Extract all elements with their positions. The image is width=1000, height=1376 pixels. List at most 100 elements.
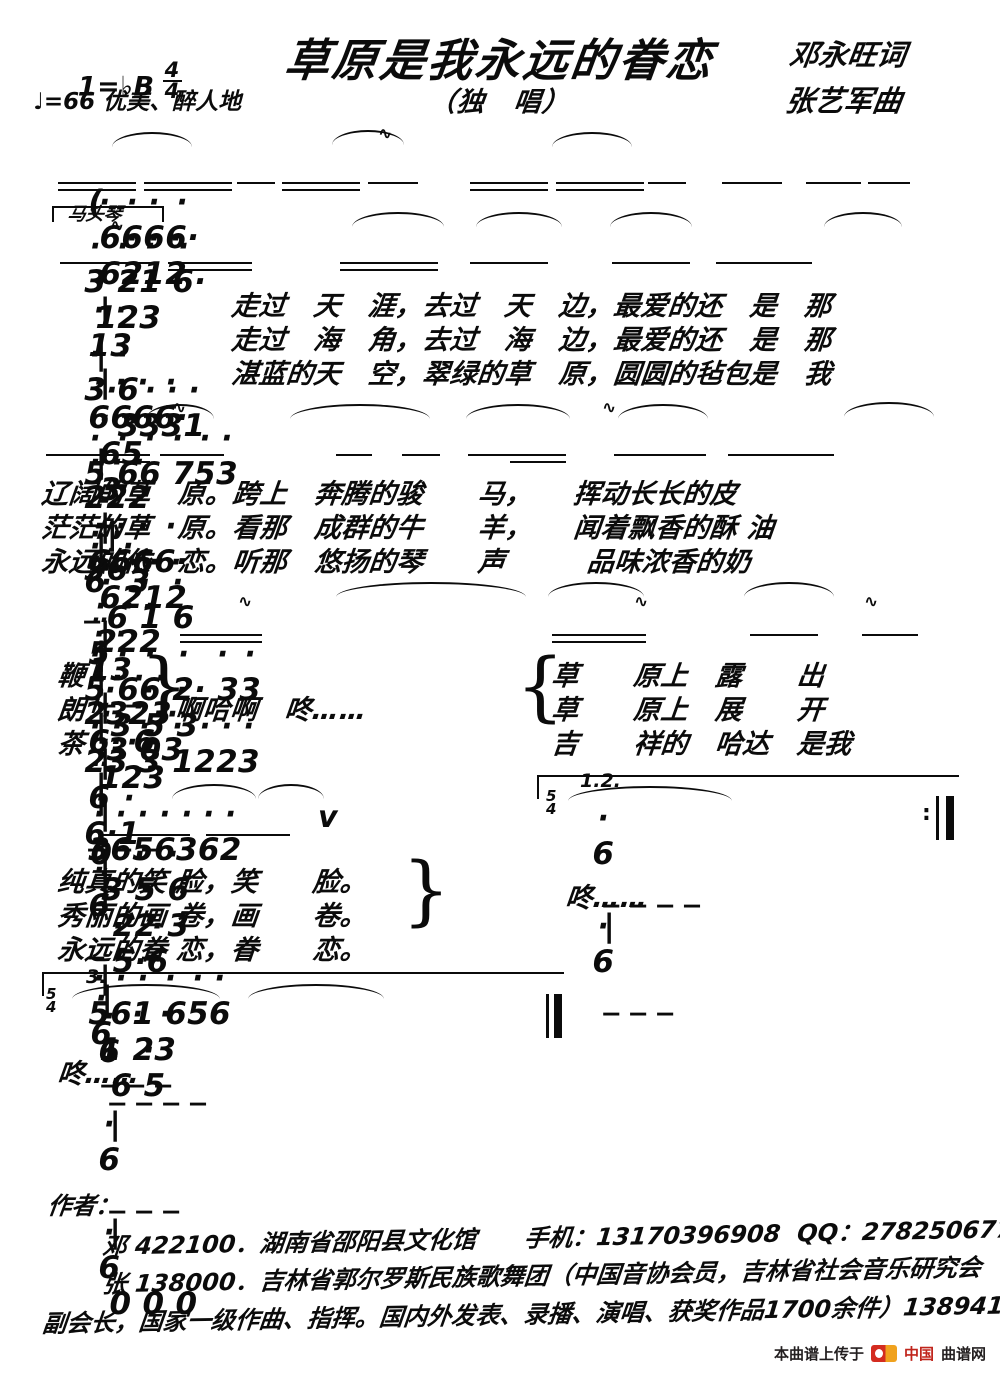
note: 3 bbox=[216, 456, 238, 492]
staff-line-6: 6 _ _ _ _ | 6 _ _ _ | 6 0 0 0 bbox=[54, 998, 206, 1358]
lyric-brace-block4: } bbox=[402, 845, 451, 934]
trill-icon: ∿ bbox=[378, 124, 393, 144]
final-barline-thin bbox=[546, 994, 549, 1038]
trill-icon: ∿ bbox=[602, 398, 617, 418]
note: 6 bbox=[209, 996, 231, 1032]
key-signature-text: 1=♭B bbox=[77, 71, 155, 103]
slur bbox=[466, 404, 570, 419]
note: 5 bbox=[187, 996, 209, 1032]
slur bbox=[744, 582, 834, 597]
slur bbox=[352, 212, 444, 227]
beam bbox=[340, 262, 438, 264]
repeat-dots: : bbox=[922, 801, 931, 826]
tie bbox=[248, 984, 384, 999]
footer-label: 作者： bbox=[45, 1192, 122, 1220]
note: 1 bbox=[84, 300, 118, 336]
beam bbox=[552, 634, 646, 636]
slur bbox=[112, 132, 192, 147]
matouqin-bracket bbox=[52, 206, 164, 222]
qupu-logo-icon bbox=[870, 1345, 897, 1362]
note: 3 bbox=[88, 708, 133, 744]
beam bbox=[722, 182, 782, 184]
note: 6 bbox=[592, 944, 614, 980]
note: 6 bbox=[98, 1034, 120, 1070]
lyric-brace-right: { bbox=[516, 641, 565, 730]
note: 1 bbox=[129, 600, 162, 636]
watermark-site-red: 中国 bbox=[903, 1345, 934, 1363]
beam bbox=[510, 461, 566, 463]
watermark: 本曲谱上传于 中国曲谱网 bbox=[774, 1343, 986, 1364]
dash: _ bbox=[84, 492, 112, 528]
note: 3 bbox=[139, 300, 161, 336]
lyric-line: 永远的眷 恋，眷 恋。 bbox=[56, 935, 369, 966]
tie bbox=[568, 786, 732, 801]
note: 6 bbox=[106, 372, 139, 408]
note: 6 bbox=[592, 836, 614, 872]
note: 6 bbox=[88, 780, 110, 816]
note: 6 bbox=[106, 456, 139, 492]
dash: _ _ _ bbox=[98, 1178, 180, 1214]
beam bbox=[237, 182, 275, 184]
beam bbox=[868, 182, 910, 184]
rest: 0 0 0 bbox=[98, 1286, 198, 1322]
slur bbox=[548, 582, 644, 597]
beam bbox=[46, 454, 150, 456]
beam bbox=[556, 182, 644, 184]
note: 5 bbox=[84, 672, 106, 708]
repeat-barline-thick bbox=[946, 796, 954, 840]
beam bbox=[180, 641, 262, 643]
beam bbox=[206, 834, 290, 836]
beam bbox=[806, 182, 861, 184]
beam bbox=[862, 634, 918, 636]
note: 5 bbox=[133, 708, 166, 744]
note: 3 bbox=[128, 744, 161, 780]
note: 5· bbox=[90, 944, 147, 980]
note: 6 bbox=[110, 996, 132, 1032]
beam bbox=[614, 454, 706, 456]
slur bbox=[290, 404, 430, 419]
beam bbox=[282, 189, 360, 191]
slur bbox=[844, 402, 934, 417]
note: 2 bbox=[117, 300, 139, 336]
note: 3 bbox=[176, 832, 198, 868]
beam bbox=[160, 454, 224, 456]
slur bbox=[618, 404, 708, 419]
beam bbox=[716, 262, 812, 264]
dash: _ _ _ bbox=[90, 1052, 172, 1088]
slur bbox=[146, 404, 214, 419]
beam bbox=[402, 454, 440, 456]
time-signature-denominator: 4 bbox=[164, 79, 180, 104]
lyric-refrain: 咚…… bbox=[56, 1059, 142, 1090]
lyric-refrain: 咚…… bbox=[564, 883, 650, 914]
note: 3 bbox=[206, 672, 239, 708]
lyricist-credit: 邓永旺词 bbox=[787, 38, 909, 72]
dash: _ _ _ _ bbox=[98, 1070, 207, 1106]
beam bbox=[102, 834, 190, 836]
lyric-refrain: 啊哈啊 咚…… bbox=[174, 695, 369, 726]
note: 6 bbox=[88, 1068, 133, 1104]
beam bbox=[470, 189, 548, 191]
beam bbox=[58, 189, 136, 191]
slur bbox=[552, 132, 632, 147]
note: 6 bbox=[139, 456, 161, 492]
volta-bracket-12 bbox=[537, 775, 959, 799]
final-barline-thick bbox=[554, 994, 562, 1038]
slur bbox=[610, 212, 692, 227]
trill-icon: ∿ bbox=[238, 592, 253, 612]
beam bbox=[60, 262, 156, 264]
lyric-line: 吉 祥的 哈达 是我 bbox=[550, 729, 854, 760]
beam bbox=[180, 634, 262, 636]
note: 5 bbox=[88, 636, 110, 672]
dash: _ _ _ _ bbox=[592, 872, 701, 908]
lyric-line: 永远的依 恋。听那 悠扬的琴 声 品味浓香的奶 bbox=[40, 547, 753, 578]
note: 2 bbox=[220, 832, 242, 868]
note: 6 bbox=[198, 832, 220, 868]
beam bbox=[282, 182, 360, 184]
lyric-line: 湛蓝的天 空，翠绿的草 原，圆圆的毡包是 我 bbox=[230, 359, 834, 390]
note: 3 bbox=[106, 744, 128, 780]
beam bbox=[552, 641, 646, 643]
beam bbox=[168, 269, 252, 271]
note: 6 bbox=[98, 1142, 120, 1178]
